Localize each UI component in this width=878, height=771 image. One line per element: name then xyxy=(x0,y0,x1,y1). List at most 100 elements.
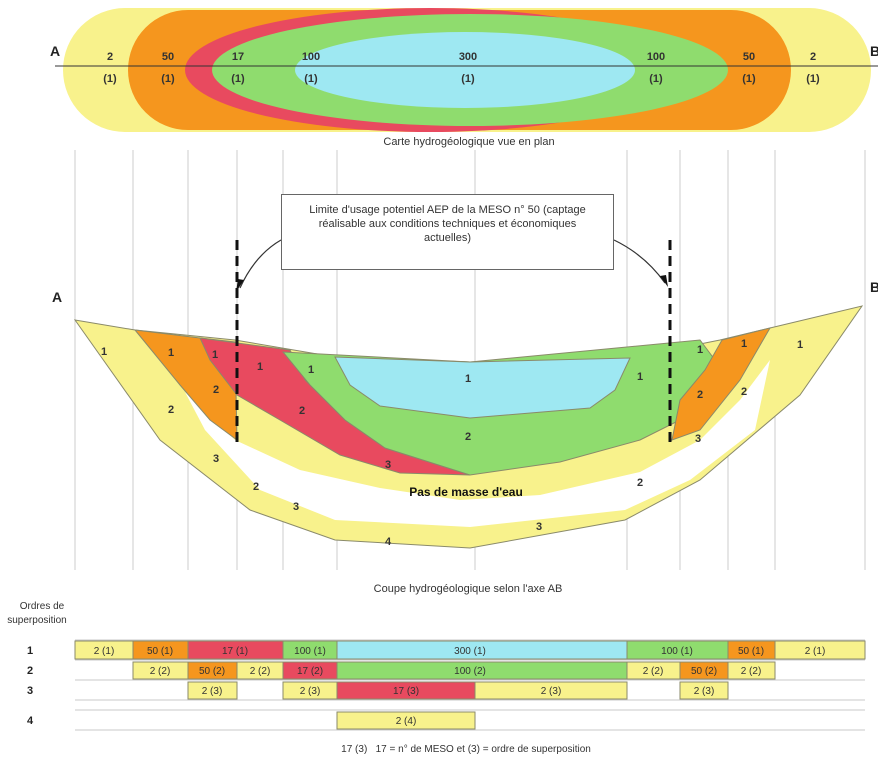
table-row-number: 4 xyxy=(27,715,34,727)
section-layer-number: 3 xyxy=(213,453,219,465)
table-cell-label: 2 (3) xyxy=(300,686,321,697)
table-cell-label: 2 (2) xyxy=(150,666,171,677)
plan-label-order: (1) xyxy=(161,73,175,85)
table-cell-label: 2 (4) xyxy=(396,716,417,727)
table-cell-label: 2 (1) xyxy=(805,646,826,657)
plan-label-value: 50 xyxy=(162,51,174,63)
table-row-number: 3 xyxy=(27,685,33,697)
table-cell-label: 50 (2) xyxy=(691,666,717,677)
table-cell-label: 100 (1) xyxy=(661,646,693,657)
callout-arrows xyxy=(239,239,666,289)
section-layer-number: 1 xyxy=(308,364,314,376)
no-water-label: Pas de masse d'eau xyxy=(409,485,523,499)
plan-zone-300 xyxy=(295,32,635,108)
aep-limit-lines xyxy=(235,240,672,445)
section-layer-number: 4 xyxy=(385,536,392,548)
table-cell-label: 17 (3) xyxy=(393,686,419,697)
plan-caption: Carte hydrogéologique vue en plan xyxy=(383,136,554,148)
table-row-number: 2 xyxy=(27,665,33,677)
table-cell xyxy=(727,661,776,680)
table-cell xyxy=(336,711,476,730)
section-layer-number: 1 xyxy=(465,373,471,385)
section-layer-number: 2 xyxy=(741,386,747,398)
section-layer-orange-right xyxy=(671,327,772,441)
table-cell xyxy=(774,640,866,660)
plan-label-value: 2 xyxy=(107,51,113,63)
table-row-numbers: 1 2 3 4 xyxy=(27,645,34,727)
table-cell-label: 50 (1) xyxy=(147,646,173,657)
plan-label-order: (1) xyxy=(742,73,756,85)
table-cell-label: 300 (1) xyxy=(454,646,486,657)
table-cell-labels: 2 (1) 50 (1) 17 (1) 100 (1) 300 (1) 100 … xyxy=(94,646,826,727)
section-layer-number: 3 xyxy=(293,501,299,513)
table-cell-label: 2 (3) xyxy=(202,686,223,697)
section-caption: Coupe hydrogéologique selon l'axe AB xyxy=(374,583,563,595)
section-layer-number: 2 xyxy=(168,404,174,416)
arrow-head-left xyxy=(236,279,244,292)
plan-label-order: (1) xyxy=(806,73,820,85)
plan-label-value: 300 xyxy=(459,51,477,63)
table-cell-label: 2 (3) xyxy=(694,686,715,697)
plan-label-value: 100 xyxy=(647,51,665,63)
section-layer-number: 2 xyxy=(697,389,703,401)
section-layer-number: 2 xyxy=(299,405,305,417)
table-cell-label: 100 (1) xyxy=(294,646,326,657)
table-header-line2: superposition xyxy=(7,615,66,626)
table-cell-label: 2 (1) xyxy=(94,646,115,657)
section-layer-number: 1 xyxy=(697,344,703,356)
table-header-line1: Ordres de xyxy=(20,601,65,612)
table-cell-label: 2 (3) xyxy=(541,686,562,697)
section-layer-number: 1 xyxy=(257,361,263,373)
plan-label-value: 50 xyxy=(743,51,755,63)
table-cell-label: 100 (2) xyxy=(454,666,486,677)
section-layer-number: 1 xyxy=(741,338,747,350)
section-layer-number: 2 xyxy=(253,481,259,493)
section-layer-number: 1 xyxy=(637,371,643,383)
section-layer-blue xyxy=(334,356,631,419)
section-layer-number: 2 xyxy=(213,384,219,396)
section-layer-number: 3 xyxy=(536,521,542,533)
table-cell-label: 2 (2) xyxy=(741,666,762,677)
table-cell xyxy=(474,681,628,700)
table-cell-label: 2 (2) xyxy=(643,666,664,677)
table-cell-label: 50 (2) xyxy=(199,666,225,677)
plan-label-order: (1) xyxy=(649,73,663,85)
cross-section xyxy=(73,305,864,549)
section-layer-number: 1 xyxy=(212,349,218,361)
section-end-a: A xyxy=(52,289,62,305)
plan-end-a: A xyxy=(50,43,60,59)
section-layer-number: 2 xyxy=(637,477,643,489)
table-row-lines xyxy=(75,639,865,731)
aep-limit-callout-text: Limite d'usage potentiel AEP de la MESO … xyxy=(309,204,586,244)
aep-limit-callout: Limite d'usage potentiel AEP de la MESO … xyxy=(281,194,614,270)
plan-label-order: (1) xyxy=(103,73,117,85)
section-layer-number: 3 xyxy=(695,433,701,445)
arrow-head-right xyxy=(660,275,668,287)
plan-end-b: B xyxy=(870,43,878,59)
plan-label-order: (1) xyxy=(231,73,245,85)
section-layer-number: 1 xyxy=(797,339,803,351)
plan-label-order: (1) xyxy=(304,73,318,85)
section-no-water-zone xyxy=(185,360,770,527)
section-layer-labels: 1 1 1 1 1 1 1 1 1 1 2 2 2 2 2 2 2 2 3 3 … xyxy=(101,338,803,548)
plan-label-value: 2 xyxy=(810,51,816,63)
plan-label-value: 100 xyxy=(302,51,320,63)
section-end-b: B xyxy=(870,279,878,295)
table-cell-label: 2 (2) xyxy=(250,666,271,677)
table-cell-label: 50 (1) xyxy=(738,646,764,657)
plan-label-order: (1) xyxy=(461,73,475,85)
plan-zone-labels: 2 (1) 50 (1) 17 (1) 100 (1) 300 (1) 100 … xyxy=(103,51,820,85)
section-layer-number: 2 xyxy=(465,431,471,443)
section-layer-number: 1 xyxy=(101,346,107,358)
table-cell xyxy=(679,681,729,700)
superposition-table xyxy=(74,640,866,730)
legend-text: 17 (3) 17 = n° de MESO et (3) = ordre de… xyxy=(341,744,591,755)
table-cell xyxy=(187,681,238,700)
section-layer-number: 3 xyxy=(385,459,391,471)
table-cell-label: 17 (2) xyxy=(297,666,323,677)
plan-view: A B 2 (1) 50 (1) 17 (1) 100 (1) 300 (1) … xyxy=(50,8,878,148)
section-layer-number: 1 xyxy=(168,347,174,359)
table-cell-label: 17 (1) xyxy=(222,646,248,657)
table-row-number: 1 xyxy=(27,645,33,657)
